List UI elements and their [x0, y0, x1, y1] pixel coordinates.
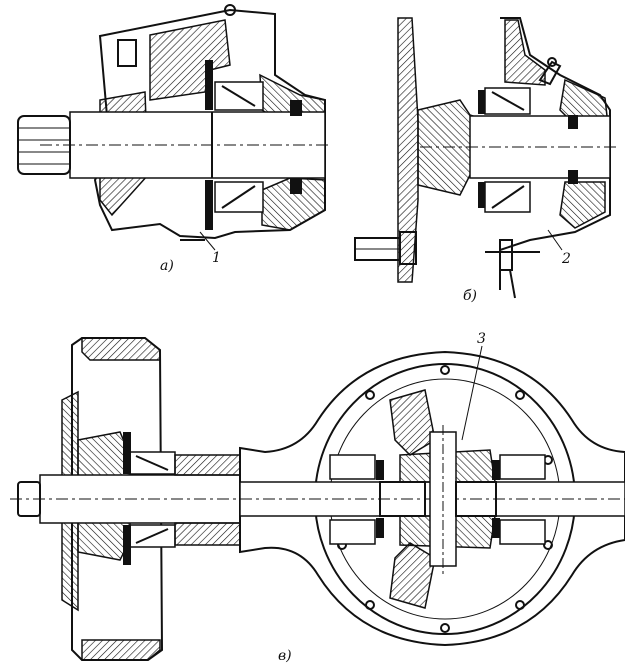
callout-1: 1	[212, 250, 221, 266]
view-b-drawing	[354, 17, 620, 299]
label-view-b: б)	[463, 288, 477, 304]
leader-line-3	[461, 345, 483, 441]
labels: а) б) в) 1 2 3	[160, 229, 571, 664]
callout-3: 3	[477, 331, 486, 347]
label-view-a: а)	[160, 258, 174, 274]
view-a-drawing	[17, 4, 330, 241]
label-view-c: в)	[278, 648, 292, 664]
view-c-left-drawing	[10, 337, 245, 661]
leader-line-1	[199, 231, 216, 251]
view-c-right-drawing	[239, 350, 625, 647]
callout-2: 2	[561, 251, 571, 267]
leader-line-2	[547, 229, 563, 251]
